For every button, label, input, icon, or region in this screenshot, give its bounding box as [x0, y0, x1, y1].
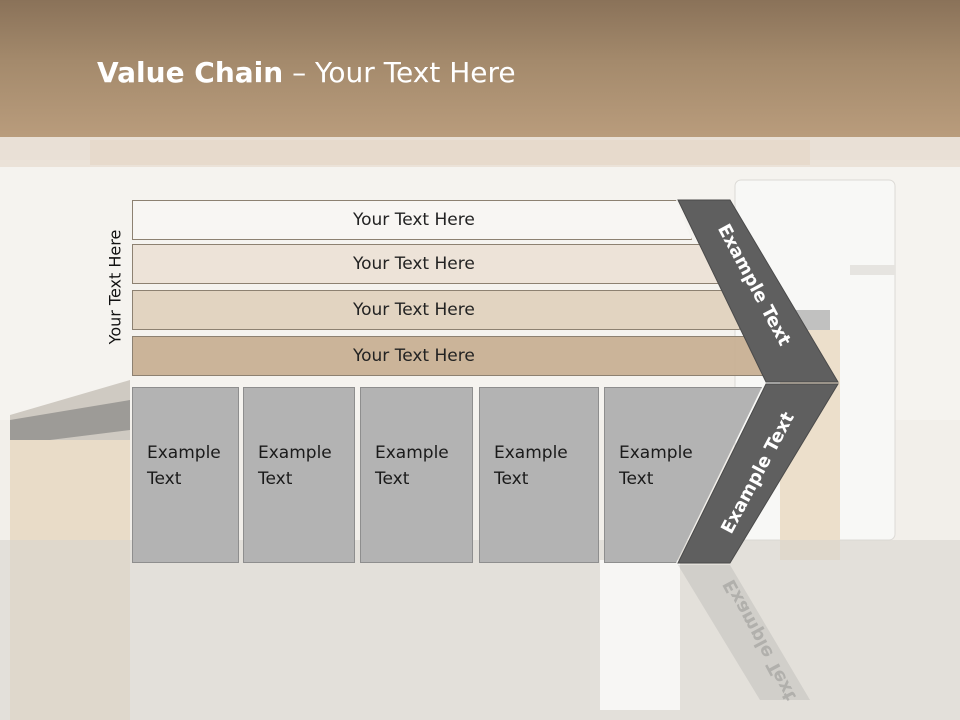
box-2[interactable]: Example Text	[243, 387, 355, 563]
bar-4[interactable]: Your Text Here	[132, 336, 764, 376]
slide-title: Value Chain – Your Text Here	[97, 56, 516, 89]
box-3[interactable]: Example Text	[360, 387, 473, 563]
header-band	[0, 0, 960, 137]
box-4[interactable]: Example Text	[479, 387, 599, 563]
title-bold: Value Chain	[97, 56, 284, 89]
bar-3[interactable]: Your Text Here	[132, 290, 740, 330]
bar-2[interactable]: Your Text Here	[132, 244, 720, 284]
bar-1[interactable]: Your Text Here	[132, 200, 692, 240]
chevron-reflection	[678, 565, 810, 700]
header-strip	[0, 137, 960, 167]
chevron-upper	[677, 199, 839, 383]
box-1[interactable]: Example Text	[132, 387, 239, 563]
chevron-lower	[677, 383, 839, 564]
title-rest: – Your Text Here	[283, 56, 516, 89]
